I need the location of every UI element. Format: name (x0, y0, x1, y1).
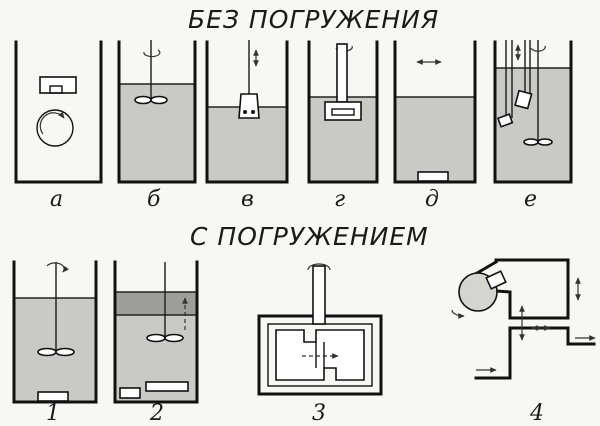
label-1: 1 (46, 401, 60, 426)
label-g: г (334, 187, 345, 212)
tank-d: д (393, 40, 477, 212)
tank-g: г (307, 40, 379, 212)
label-b: б (147, 187, 161, 212)
bottom-part (37, 391, 69, 402)
tank-1: 1 (12, 260, 98, 426)
tank-v: в (205, 40, 289, 212)
agitator (146, 333, 166, 343)
bottom-part (119, 387, 141, 399)
apparatus-4: 4 (451, 258, 596, 426)
label-4: 4 (529, 401, 544, 426)
agitator (134, 95, 152, 105)
rotation-arrow (46, 262, 69, 273)
tank-2: 2 (113, 260, 199, 426)
label-a: а (50, 187, 63, 212)
label-d: д (425, 187, 439, 212)
rotation-arrow (143, 49, 161, 58)
upper-layer (115, 292, 197, 315)
tank-b: б (117, 40, 197, 212)
label-2: 2 (149, 401, 164, 426)
t-part (336, 43, 348, 103)
label-e: е (524, 187, 537, 212)
agitator (523, 138, 539, 146)
hanging-part (238, 93, 260, 119)
agitator (37, 347, 57, 357)
heading-with-immersion: С ПОГРУЖЕНИЕМ (190, 222, 429, 251)
label-v: в (241, 187, 254, 212)
chamber-3: 3 (257, 263, 383, 426)
label-3: 3 (312, 401, 326, 426)
tank-a: а (14, 40, 103, 212)
heading-without-immersion: БЕЗ ПОГРУЖЕНИЯ (188, 5, 439, 34)
rotating-drum (36, 109, 74, 147)
hanging-part (496, 113, 514, 128)
part-block (39, 76, 77, 94)
tank-e: е (493, 40, 573, 212)
bottom-part (417, 171, 449, 182)
